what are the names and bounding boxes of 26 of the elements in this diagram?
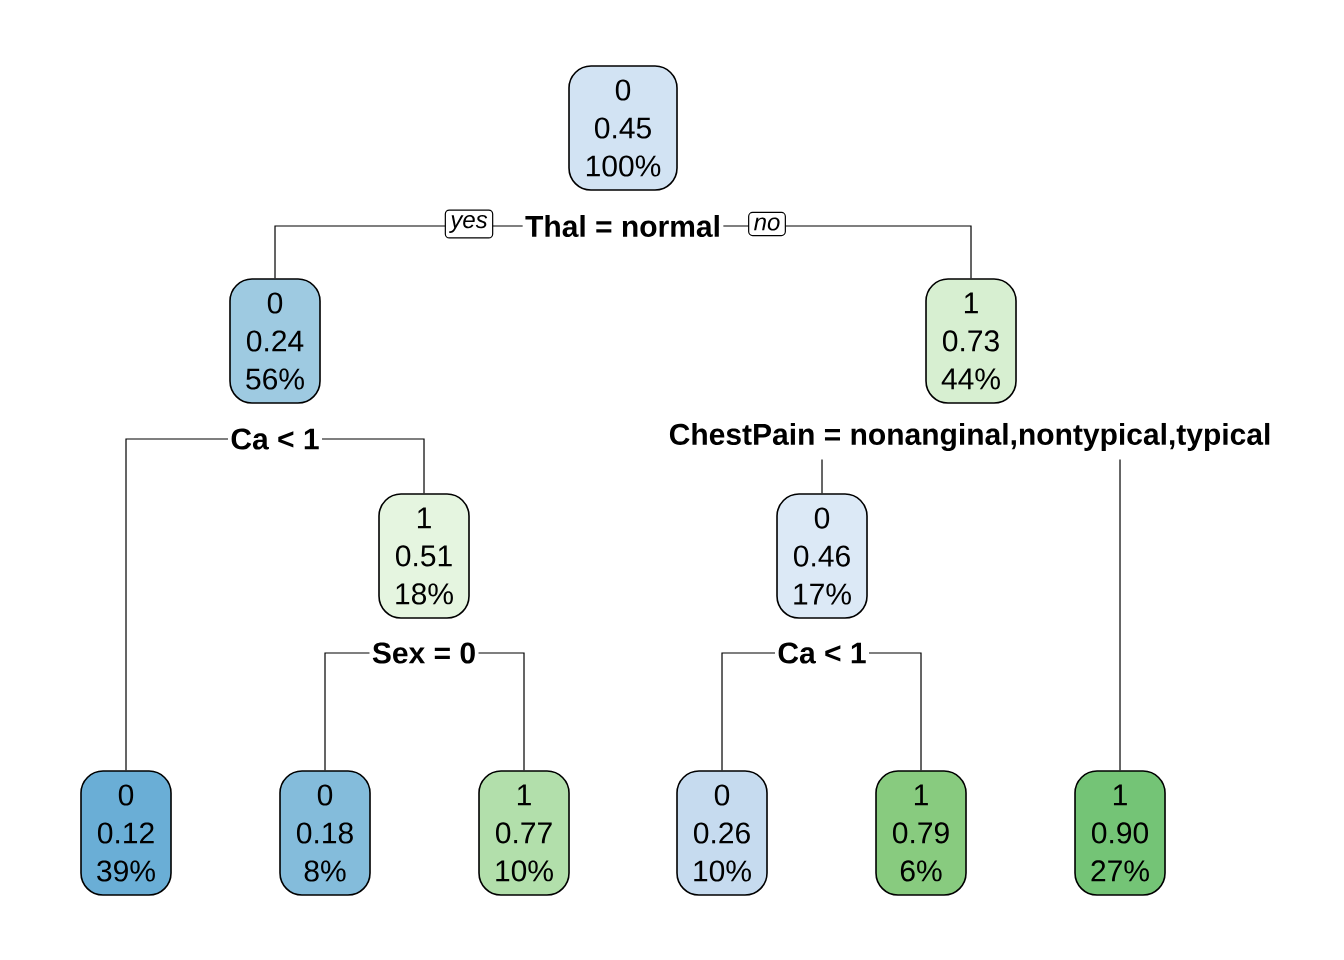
split-label: Sex = 0 — [372, 642, 475, 664]
connector-line — [324, 652, 371, 771]
connector-line — [125, 438, 229, 771]
node-box: 0 0.12 39% — [80, 770, 172, 896]
split-label: Ca < 1 — [778, 642, 866, 664]
node-box: 1 0.51 18% — [378, 493, 470, 619]
connector-line — [721, 652, 776, 771]
node-box: 1 0.90 27% — [1074, 770, 1166, 896]
edge-label: yes — [444, 209, 494, 239]
connector-line — [821, 458, 823, 494]
split-label: ChestPain = nonanginal,nontypical,typical — [669, 422, 1270, 452]
connector-line — [477, 652, 525, 771]
node-box: 1 0.79 6% — [875, 770, 967, 896]
connector-line — [1119, 458, 1121, 771]
node-box: 0 0.45 100% — [568, 65, 678, 191]
node-box: 0 0.26 10% — [676, 770, 768, 896]
node-box: 0 0.46 17% — [776, 493, 868, 619]
node-box: 1 0.73 44% — [925, 278, 1017, 404]
connector-line — [868, 652, 922, 771]
split-label: Thal = normal — [525, 215, 719, 237]
connector-line — [321, 438, 425, 494]
node-box: 1 0.77 10% — [478, 770, 570, 896]
edge-label: no — [748, 211, 786, 237]
node-box: 0 0.24 56% — [229, 278, 321, 404]
node-box: 0 0.18 8% — [279, 770, 371, 896]
split-label: Ca < 1 — [231, 428, 319, 450]
